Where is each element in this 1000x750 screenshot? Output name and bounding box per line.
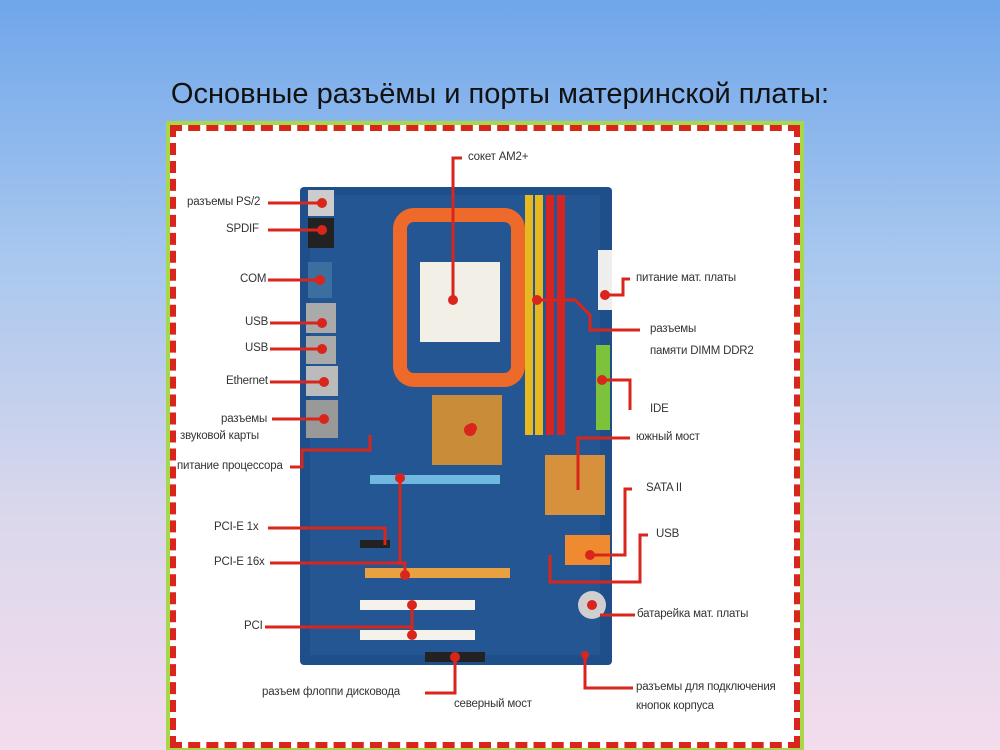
- label-panel-line2: кнопок корпуса: [636, 700, 714, 712]
- label-usb-2: USB: [245, 342, 269, 354]
- cpu-socket-bracket: [393, 208, 525, 387]
- pointer-dots: [315, 198, 610, 662]
- southbridge-heatsink: [545, 455, 605, 515]
- label-spdif: SPDIF: [226, 223, 259, 235]
- pci-slot: [360, 630, 475, 640]
- pci-slot: [360, 600, 475, 610]
- label-floppy: разъем флоппи дисковода: [262, 686, 400, 698]
- atx-power-connector: [598, 250, 612, 310]
- label-audio-line2: звуковой карты: [180, 430, 259, 442]
- label-ps2: разъемы PS/2: [187, 196, 261, 208]
- pcie-x16-slot: [365, 568, 510, 578]
- label-socket: сокет AM2+: [468, 151, 529, 163]
- label-battery: батарейка мат. платы: [637, 608, 749, 620]
- label-pcie-1x: PCI-E 1x: [214, 521, 259, 533]
- label-com: COM: [240, 273, 267, 285]
- label-pcie-16x: PCI-E 16x: [214, 556, 265, 568]
- label-sata: SATA II: [646, 482, 682, 494]
- sata-connectors: [565, 535, 610, 565]
- label-pci: PCI: [244, 620, 263, 632]
- label-northbridge: северный мост: [454, 698, 532, 710]
- label-ethernet: Ethernet: [226, 375, 268, 387]
- dimm-slot: [546, 195, 554, 435]
- dimm-slot: [525, 195, 533, 435]
- slide-title: Основные разъёмы и порты материнской пла…: [170, 78, 830, 110]
- usb-port: [306, 303, 336, 333]
- label-dimm-line2: памяти DIMM DDR2: [650, 345, 754, 357]
- label-panel-line1: разъемы для подключения: [636, 681, 776, 693]
- label-cpu-power: питание процессора: [177, 460, 283, 472]
- pcie-x16-slot-blue: [370, 475, 500, 484]
- label-audio-line1: разъемы: [221, 413, 268, 425]
- label-southbridge: южный мост: [636, 431, 700, 443]
- label-usb-1: USB: [245, 316, 269, 328]
- label-dimm-line1: разъемы: [650, 323, 697, 335]
- pcie-x1-slot: [360, 540, 390, 548]
- label-mb-power: питание мат. платы: [636, 272, 736, 284]
- cpu-socket: [420, 262, 500, 342]
- label-ide: IDE: [650, 403, 669, 415]
- label-usb-3: USB: [656, 528, 680, 540]
- pointer-lines: [265, 156, 648, 695]
- ide-connector: [596, 345, 610, 430]
